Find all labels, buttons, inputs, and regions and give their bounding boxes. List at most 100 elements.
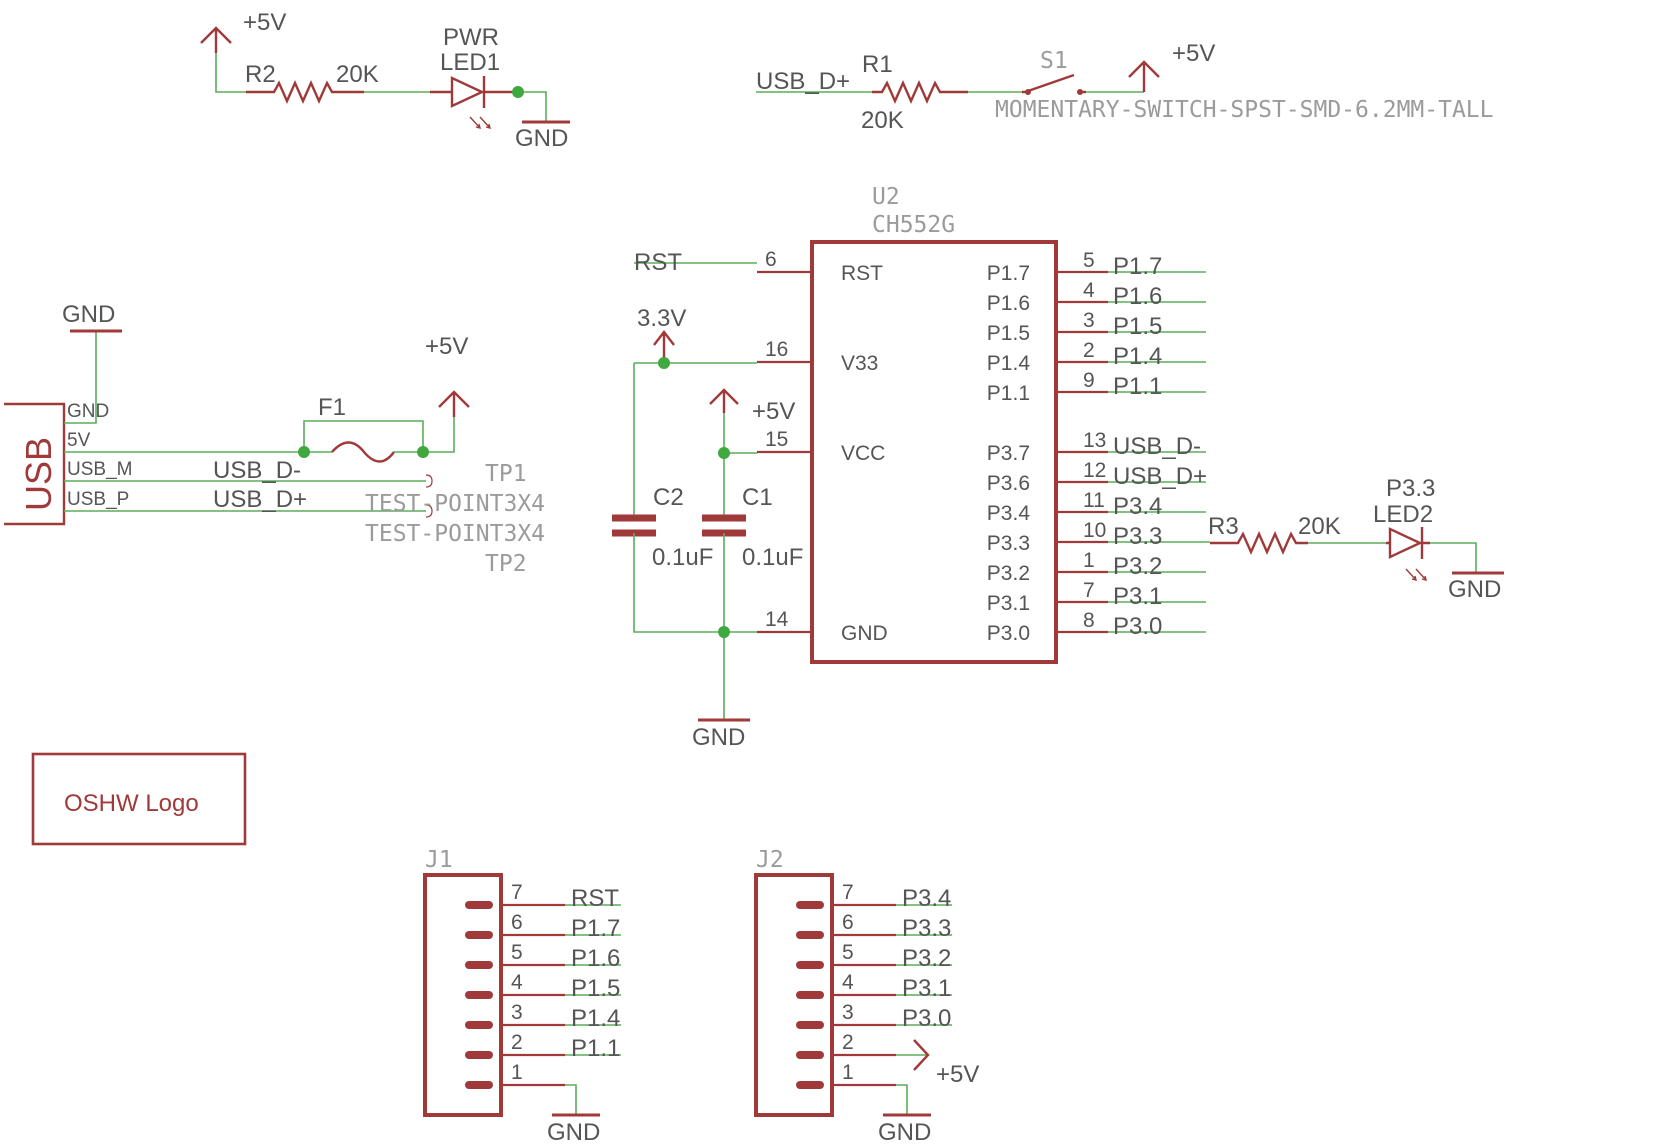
j2-net-label-5: P3.2 [902, 945, 951, 972]
tp1-value: TEST-POINT3X4 [365, 491, 545, 517]
u2-pin-name-P1-5: P1.5 [987, 322, 1030, 345]
led2-diode [1386, 527, 1430, 559]
s1-ref: S1 [1040, 48, 1068, 74]
u2-pin-num-14: 14 [765, 608, 789, 631]
usb-pin-usb-p: USB_P [67, 489, 129, 510]
u2-pin-name-P1-1: P1.1 [987, 382, 1030, 405]
r1-net-label: USB_D+ [756, 68, 850, 95]
u2-pin-num-11: 11 [1083, 489, 1105, 512]
u2-pin-num-3: 3 [1083, 309, 1095, 332]
u2-pin-name-gnd: GND [841, 622, 888, 645]
r1-ref: R1 [862, 51, 893, 78]
c1-ref: C1 [742, 484, 773, 511]
v33-label: 3.3V [637, 305, 686, 332]
led1-light-icon [469, 116, 491, 129]
j2-pin-num-3: 3 [842, 1001, 854, 1024]
u2-pin-name-P3-6: P3.6 [987, 472, 1030, 495]
vcc-label-fuse: +5V [425, 333, 468, 360]
rst-net-label: RST [634, 249, 682, 276]
oshw-logo: OSHW Logo [31, 752, 247, 846]
j1-pin-num-6: 6 [511, 911, 523, 934]
gnd-label-caps: GND [692, 724, 745, 751]
r2-ref: R2 [245, 61, 276, 88]
tp2-symbol [425, 504, 433, 518]
j1-net-label-7: RST [571, 885, 619, 912]
u2-net-label-P3-7: USB_D- [1113, 433, 1201, 460]
u2-pin-num-9: 9 [1083, 369, 1095, 392]
u2-net-label-P3-1: P3.1 [1113, 583, 1162, 610]
j2-vcc-symbol [913, 1039, 930, 1071]
u2-pin-name-P3-1: P3.1 [987, 592, 1030, 615]
usb-label: USB [18, 437, 59, 511]
tp2-ref: TP2 [485, 551, 527, 577]
usb-connector-body [4, 402, 66, 526]
j2-net-label-7: P3.4 [902, 885, 951, 912]
u2-pin-num-4: 4 [1083, 279, 1095, 302]
j1-gnd-label: GND [547, 1119, 600, 1146]
vcc-symbol-r2 [200, 26, 232, 53]
j2-pin-num-1: 1 [842, 1061, 854, 1084]
j1-pin-num-1: 1 [511, 1061, 523, 1084]
u2-pin-num-15: 15 [765, 428, 788, 451]
u2-pin-num-5: 5 [1083, 249, 1095, 272]
j2-net-label-3: P3.0 [902, 1005, 951, 1032]
j2-net-label-4: P3.1 [902, 975, 951, 1002]
j2-net-label-6: P3.3 [902, 915, 951, 942]
u2-pin-name-P3-2: P3.2 [987, 562, 1030, 585]
led1-ref: LED1 [440, 49, 500, 76]
u2-pin-num-12: 12 [1083, 459, 1106, 482]
vcc-label-r2: +5V [243, 9, 286, 36]
j1-net-label-4: P1.5 [571, 975, 620, 1002]
j1-net-label-3: P1.4 [571, 1005, 620, 1032]
oshw-logo-label: OSHW Logo [64, 790, 199, 817]
r1-value: 20K [861, 107, 904, 134]
vcc-label-caps: +5V [752, 398, 795, 425]
u2-pin-num-2: 2 [1083, 339, 1095, 362]
decoupling-caps: RST 3.3V +5V C2 0.1uF C1 0.1uF GND [612, 249, 803, 751]
u2-pin-name-P3-4: P3.4 [987, 502, 1031, 525]
usb-connector: USB GND 5V USB_M USB_P GND USB_D- USB_D+ [4, 301, 426, 526]
u2-value: CH552G [872, 212, 955, 238]
gnd-label-led1: GND [515, 125, 568, 152]
usb-net-dplus: USB_D+ [213, 486, 307, 513]
s1-value: MOMENTARY-SWITCH-SPST-SMD-6.2MM-TALL [995, 97, 1494, 123]
gnd-label-usb: GND [62, 301, 115, 328]
led1-diode [430, 76, 518, 108]
u2-net-label-P1-7: P1.7 [1113, 253, 1162, 280]
j1-ref: J1 [425, 847, 453, 873]
tp2-value: TEST-POINT3X4 [365, 521, 545, 547]
u2-pin-name-P3-7: P3.7 [987, 442, 1030, 465]
tp1-symbol [425, 474, 433, 488]
r2-value: 20K [336, 61, 379, 88]
j2-ref: J2 [756, 847, 784, 873]
led1-name: PWR [443, 24, 499, 51]
j2-pin-num-7: 7 [842, 881, 854, 904]
u2-pin-name-P1-7: P1.7 [987, 262, 1030, 285]
u2-pin-name-P3-3: P3.3 [987, 532, 1030, 555]
usb-pin-gnd: GND [67, 401, 109, 422]
power-led-circuit: +5V R2 20K PWR LED1 GND [200, 9, 570, 152]
c2-ref: C2 [653, 484, 684, 511]
j2-pin-num-6: 6 [842, 911, 854, 934]
j2-gnd-label: GND [878, 1119, 931, 1146]
j1-net-label-5: P1.6 [571, 945, 620, 972]
j1-pin-num-5: 5 [511, 941, 523, 964]
r3-value: 20K [1298, 513, 1341, 540]
vcc-symbol-s1 [1128, 60, 1160, 92]
led2-ref: LED2 [1373, 501, 1433, 528]
gnd-label-led2: GND [1448, 576, 1501, 603]
u2-pin-num-6: 6 [765, 248, 777, 271]
u2-pin-num-8: 8 [1083, 609, 1095, 632]
tp1-ref: TP1 [485, 461, 527, 487]
usb-net-dminus: USB_D- [213, 457, 301, 484]
r2-resistor [246, 80, 364, 104]
led2-light-icon [1405, 568, 1427, 581]
u2-pin-name-rst: RST [841, 262, 883, 285]
u2-pin-name-P1-6: P1.6 [987, 292, 1030, 315]
j1-pin-num-4: 4 [511, 971, 523, 994]
r3-resistor [1210, 531, 1308, 555]
